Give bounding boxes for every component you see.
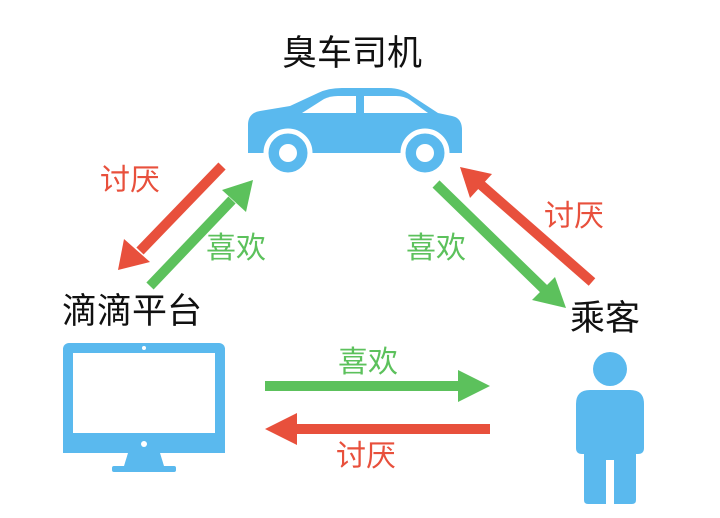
arrow-driver-to-rider [432,180,566,308]
arrow-rider-to-driver [460,167,596,286]
relation-rider-to-driver-label: 讨厌 [544,199,604,234]
monitor-icon [63,343,225,472]
relation-driver-to-platform-label: 讨厌 [100,163,160,198]
driver-label: 臭车司机 [282,34,423,74]
arrow-rider-to-platform [265,413,490,445]
person-icon [576,352,644,504]
relation-platform-to-rider-label: 喜欢 [338,345,398,380]
relation-driver-to-rider-label: 喜欢 [406,231,466,266]
arrow-platform-to-driver [146,180,253,290]
arrow-driver-to-platform [118,162,226,270]
arrow-platform-to-rider [265,370,490,402]
rider-label: 乘客 [570,299,641,339]
relation-rider-to-platform-label: 讨厌 [336,439,396,474]
platform-label: 滴滴平台 [62,292,203,332]
relation-platform-to-driver-label: 喜欢 [206,231,266,266]
car-icon [248,88,462,178]
